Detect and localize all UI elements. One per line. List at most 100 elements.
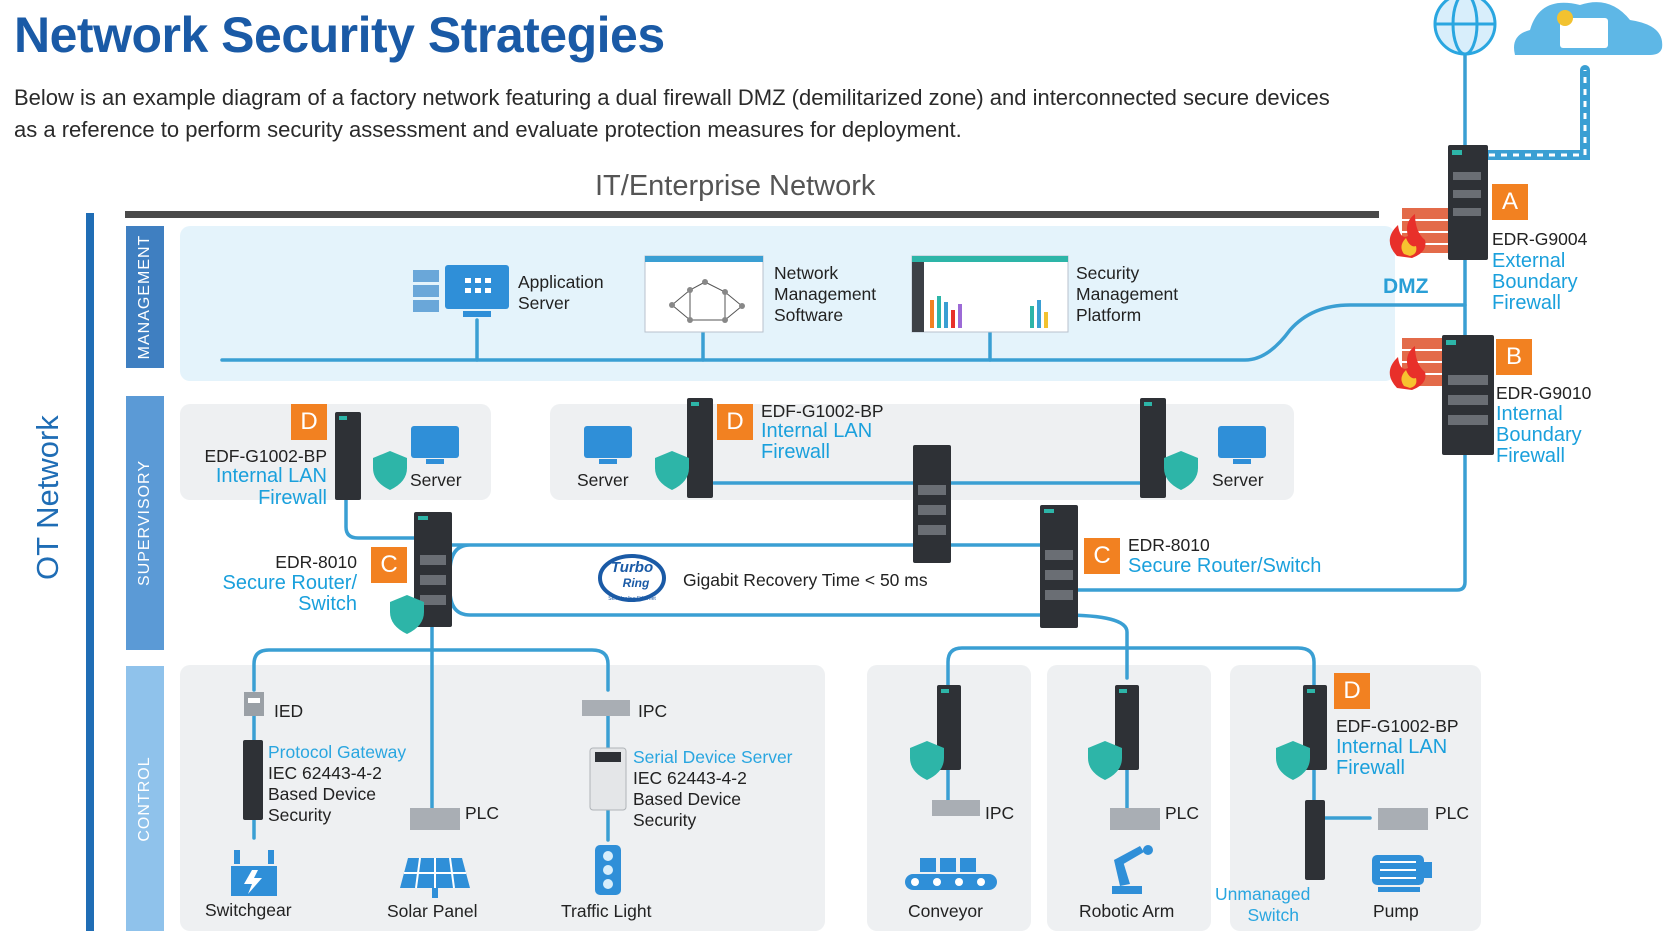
server-rack-icon — [413, 270, 439, 312]
mid-fw-role-2: Firewall — [761, 441, 830, 463]
fw-b-role-1: Internal — [1496, 403, 1563, 425]
smp-screenshot — [911, 255, 1069, 333]
gateway-label-1: Protocol Gateway — [268, 742, 407, 762]
monitor-icon — [445, 265, 509, 317]
control-fw-role-1: Internal LAN — [1336, 736, 1448, 758]
serial-label-1: Serial Device Server — [633, 747, 793, 767]
pump-label: Pump — [1373, 901, 1419, 921]
app-server-label-1: Application — [518, 272, 604, 292]
firewall-icon — [1389, 208, 1452, 258]
robotic-arm-icon — [1112, 845, 1153, 894]
gateway-label-2: IEC 62443-4-2 — [268, 763, 382, 783]
left-router-role-2: Switch — [298, 593, 357, 615]
right-router-role: Secure Router/Switch — [1128, 555, 1322, 577]
robotic-arm-label: Robotic Arm — [1079, 901, 1175, 921]
traffic-light-icon — [595, 845, 621, 895]
fw-a-model: EDR-G9004 — [1492, 229, 1588, 249]
left-fw-role-2: Firewall — [258, 487, 327, 509]
fw-b-model: EDR-G9010 — [1496, 383, 1592, 403]
edr-mid-device — [913, 445, 951, 563]
control-fw-model: EDF-G1002-BP — [1336, 716, 1459, 736]
shield-icon — [373, 451, 1310, 780]
conveyor-icon — [905, 858, 997, 890]
smp-label-3: Platform — [1076, 305, 1142, 325]
globe-icon — [1433, 0, 1497, 56]
ipc-label-1: IPC — [638, 701, 668, 721]
left-fw-role-1: Internal LAN — [215, 465, 327, 487]
control-panel-1 — [180, 665, 825, 931]
badge-c-left: C — [371, 547, 407, 583]
turbo-ring-word1: Turbo — [611, 559, 653, 576]
unmanaged-label-1: Unmanaged — [1215, 884, 1311, 904]
unmanaged-switch-device — [1305, 800, 1325, 880]
switchgear-icon — [231, 850, 277, 896]
nms-screenshot — [644, 255, 764, 333]
mid-fw-model: EDF-G1002-BP — [761, 401, 884, 421]
gateway-label-4: Security — [268, 805, 332, 825]
badge-b: B — [1496, 339, 1532, 375]
edf-right-device — [1140, 398, 1166, 498]
fw-a-role-3: Firewall — [1492, 292, 1561, 314]
ied-icon — [244, 692, 264, 716]
edf-mid-device — [687, 398, 713, 498]
fw-b-role-3: Firewall — [1496, 445, 1565, 467]
plc-icon — [410, 808, 1428, 830]
control-panel-4 — [1230, 665, 1481, 931]
server-label-3: Server — [1212, 470, 1264, 490]
solar-panel-icon — [400, 857, 470, 898]
layer-band-control: CONTROL — [126, 666, 164, 931]
layer-band-supervisory: SUPERVISORY — [126, 396, 164, 650]
unmanaged-label-2: Switch — [1247, 905, 1299, 925]
it-network-bar — [125, 211, 1379, 218]
layer-band-management: MANAGEMENT — [126, 226, 164, 368]
plc-label-1: PLC — [465, 803, 500, 823]
ot-network-bar — [86, 213, 94, 931]
server-label-2: Server — [577, 470, 629, 490]
edr-g9004-device — [1448, 145, 1488, 260]
nms-label-3: Software — [774, 305, 844, 325]
page-title: Network Security Strategies — [14, 7, 665, 63]
monitor-icon — [411, 426, 1266, 464]
nms-label-2: Management — [774, 284, 877, 304]
turbo-ring-tagline: Self-Healing Ethernet — [608, 596, 656, 602]
badge-a: A — [1492, 184, 1528, 220]
ied-label: IED — [274, 701, 304, 721]
management-panel — [180, 226, 1395, 381]
switchgear-label: Switchgear — [205, 900, 292, 920]
serial-label-2: IEC 62443-4-2 — [633, 768, 747, 788]
conveyor-label: Conveyor — [908, 901, 983, 921]
ipc-icon — [582, 700, 980, 816]
badge-d-left: D — [291, 404, 327, 440]
mid-fw-role-1: Internal LAN — [761, 420, 873, 442]
ipc-label-2: IPC — [985, 803, 1015, 823]
fw-b-role-2: Boundary — [1496, 424, 1582, 446]
edf-left-device — [335, 412, 361, 500]
turbo-ring-logo: Turbo Ring Self-Healing Ethernet — [598, 554, 666, 602]
cloud-icon — [1514, 2, 1663, 56]
app-server-label-2: Server — [518, 293, 570, 313]
edr-right-device — [1040, 505, 1078, 628]
plc-label-3: PLC — [1435, 803, 1470, 823]
left-router-role-1: Secure Router/ — [222, 572, 357, 594]
fw-a-role-1: External — [1492, 250, 1566, 272]
solar-panel-label: Solar Panel — [387, 901, 478, 921]
dmz-label: DMZ — [1383, 275, 1429, 298]
serial-label-3: Based Device — [633, 789, 741, 809]
plc-label-2: PLC — [1165, 803, 1200, 823]
serial-device-icon — [589, 747, 627, 811]
gateway-label-3: Based Device — [268, 784, 376, 804]
serial-label-4: Security — [633, 810, 697, 830]
left-router-model: EDR-8010 — [275, 552, 357, 572]
it-network-label: IT/Enterprise Network — [595, 170, 876, 202]
recovery-time-label: Gigabit Recovery Time < 50 ms — [683, 570, 928, 590]
protocol-gateway-device — [243, 740, 263, 820]
smp-label-1: Security — [1076, 263, 1140, 283]
server-label-1: Server — [410, 470, 462, 490]
intro-paragraph: Below is an example diagram of a factory… — [14, 85, 1330, 142]
nms-label-1: Network — [774, 263, 839, 283]
right-router-model: EDR-8010 — [1128, 535, 1210, 555]
left-fw-model: EDF-G1002-BP — [204, 446, 327, 466]
badge-d-mid: D — [717, 404, 753, 440]
badge-c-right: C — [1084, 538, 1120, 574]
